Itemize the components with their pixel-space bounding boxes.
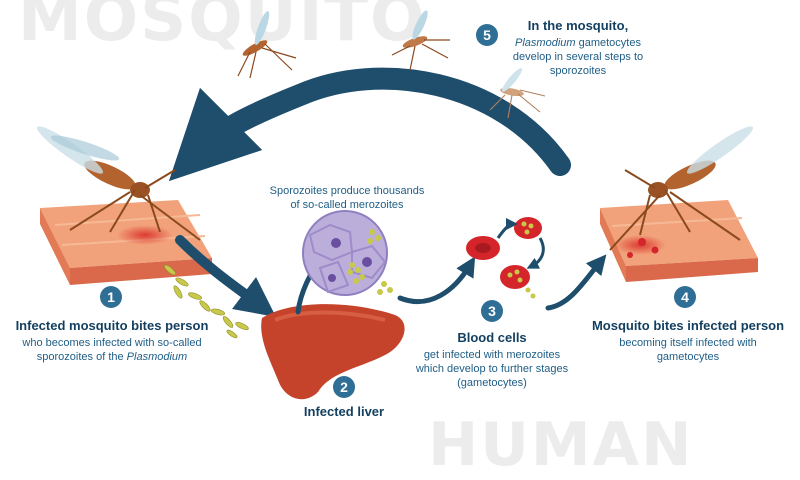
step-1-description: who becomes infected with so-called spor…	[22, 337, 202, 363]
small-mosquito-2	[391, 10, 450, 71]
arrow-liver-to-blood	[397, 256, 476, 305]
red-blood-cells	[466, 217, 542, 299]
return-arrow	[168, 67, 571, 182]
step-1-badge: 1	[100, 286, 122, 308]
step-3-badge: 3	[481, 300, 503, 322]
step-1-title: Infected mosquito bites person	[15, 318, 209, 333]
step-2-title: Infected liver	[303, 404, 385, 419]
step-3-description: get infected with merozoites which devel…	[415, 349, 569, 389]
watermark-mosquito: MOSQUITO	[18, 0, 427, 56]
step-5-description: Plasmodium gametocytes develop in severa…	[512, 37, 644, 77]
small-mosquito-1	[237, 11, 297, 79]
arrow-cell-2-to-3	[526, 237, 545, 269]
liver-cells-circle	[302, 210, 393, 296]
step-4-title: Mosquito bites infected person	[591, 318, 785, 333]
arrow-skin-to-liver	[175, 235, 277, 317]
step-4-badge: 4	[674, 286, 696, 308]
mosquito-left	[36, 126, 201, 241]
step-3-title: Blood cells	[457, 330, 527, 345]
step-5-title: In the mosquito,	[527, 18, 629, 33]
malaria-life-cycle-diagram: MOSQUITO HUMAN	[15, 0, 785, 480]
diagram-illustrations	[36, 10, 758, 400]
step-4-description: becoming itself infected with gametocyte…	[619, 337, 757, 363]
small-mosquito-3	[489, 68, 546, 119]
liver-illustration	[261, 304, 405, 400]
step-2-badge: 2	[333, 376, 355, 398]
sporozoite-trail	[164, 264, 249, 339]
mosquito-right	[609, 126, 754, 251]
step-5-badge: 5	[476, 24, 498, 46]
arrow-cell-1-to-2	[496, 218, 518, 239]
arrow-blood-to-skin	[545, 254, 607, 311]
